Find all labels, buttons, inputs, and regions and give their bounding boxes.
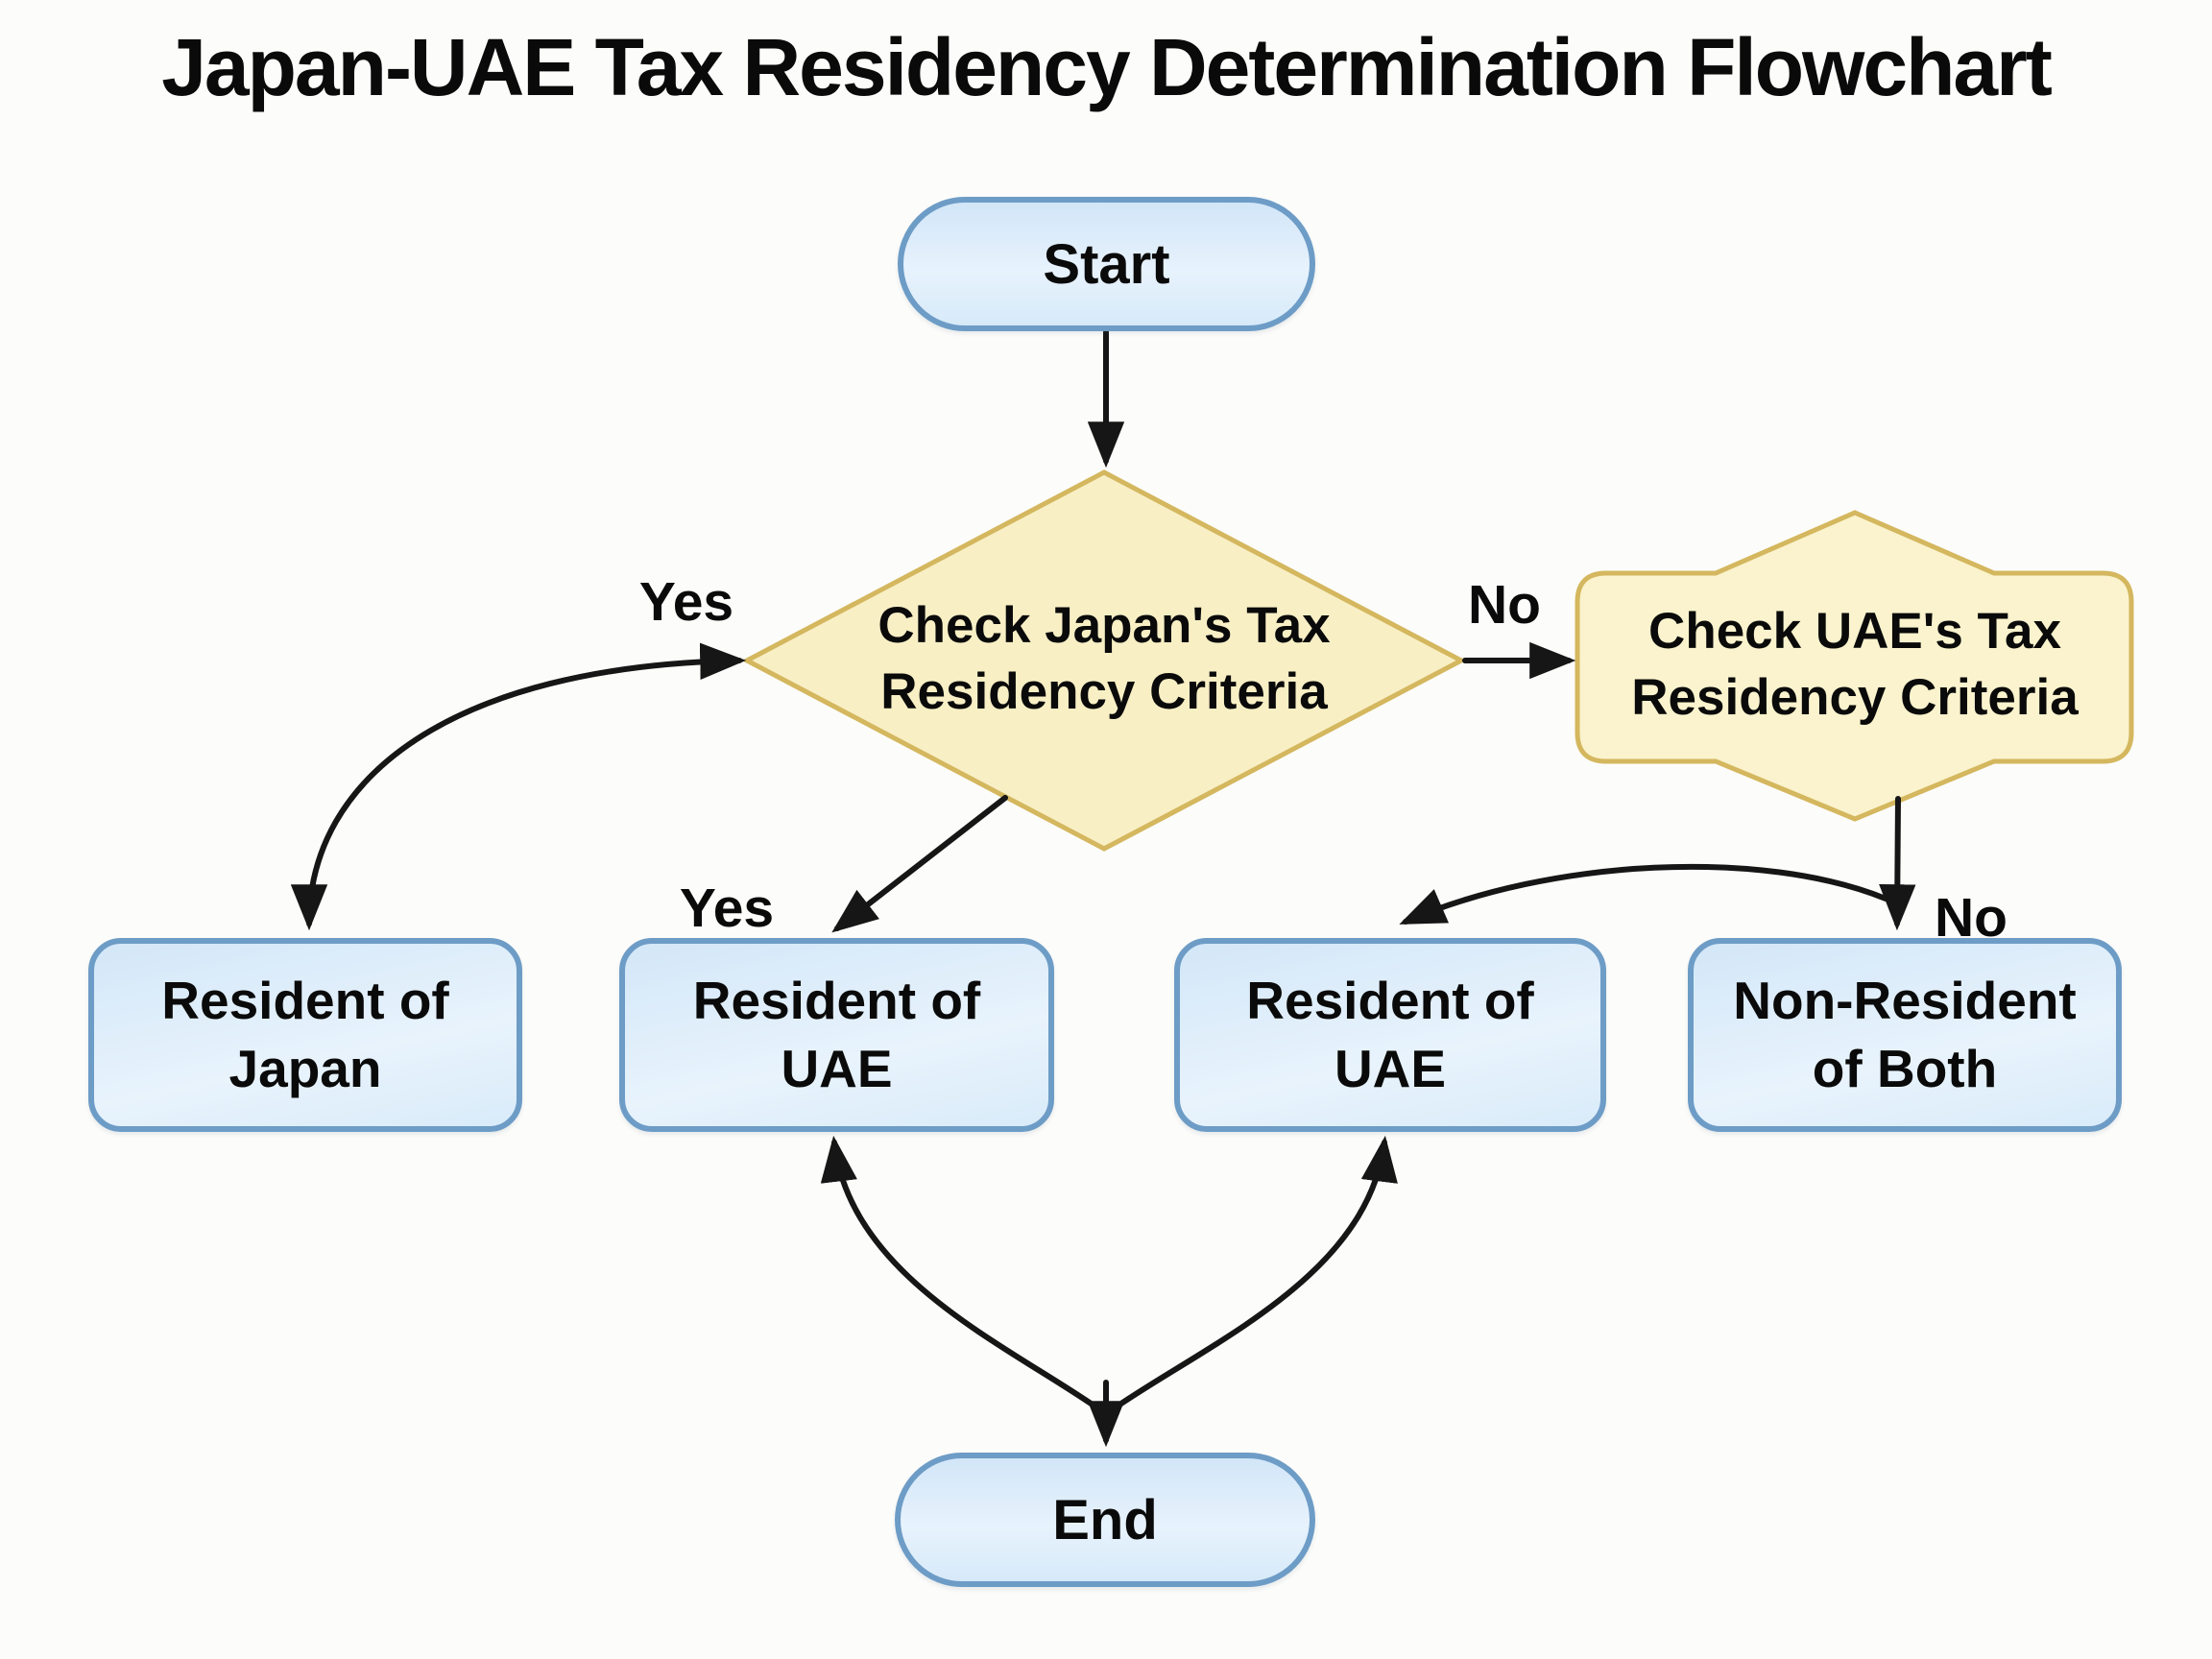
uae-check-label-line1: Check UAE's Tax	[1648, 603, 2061, 661]
resident-japan-line1: Resident of	[161, 970, 449, 1030]
uae-check-label-line2: Residency Criteria	[1631, 669, 2079, 726]
label-japan-check-no: No	[1468, 574, 1541, 636]
resident-uae-right-line2: UAE	[1334, 1039, 1447, 1098]
start-node: Start	[898, 197, 1315, 331]
edge-uae-check-no-to-non-resident	[1879, 796, 1916, 931]
edge-resident-uae-left-to-end	[820, 1135, 1105, 1414]
edge-uae-check-to-resident-uae-right	[1399, 863, 1888, 925]
japan-check-label-line2: Residency Criteria	[880, 663, 1328, 720]
non-resident-both-node: Non-Resident of Both	[1688, 938, 2122, 1132]
page-title: Japan-UAE Tax Residency Determination Fl…	[161, 22, 2053, 112]
edge-japan-check-yes-to-resident-uae-left	[831, 795, 1008, 933]
uae-check-label: Check UAE's Tax Residency Criteria	[1631, 599, 2078, 732]
edge-resident-uae-right-to-end	[1107, 1135, 1398, 1414]
label-japan-check-yes-lower: Yes	[679, 878, 775, 939]
resident-japan-line2: Japan	[228, 1039, 382, 1098]
resident-uae-right-node: Resident of UAE	[1174, 938, 1606, 1132]
resident-uae-left-line2: UAE	[781, 1039, 893, 1098]
end-node: End	[895, 1453, 1315, 1587]
resident-uae-right-line1: Resident of	[1246, 970, 1534, 1030]
uae-check-badge	[1575, 510, 2134, 822]
japan-check-label-line1: Check Japan's Tax	[878, 597, 1331, 655]
non-resident-both-line1: Non-Resident	[1733, 970, 2077, 1030]
non-resident-both-line2: of Both	[1812, 1039, 1998, 1098]
edge-japan-check-yes-to-resident-japan	[290, 642, 747, 931]
end-node-label: End	[1052, 1488, 1158, 1551]
start-node-label: Start	[1043, 232, 1170, 296]
japan-check-label: Check Japan's Tax Residency Criteria	[878, 593, 1330, 726]
resident-japan-node: Resident of Japan	[88, 938, 522, 1132]
resident-uae-left-node: Resident of UAE	[619, 938, 1054, 1132]
label-japan-check-yes-left: Yes	[638, 571, 734, 633]
resident-uae-left-line1: Resident of	[692, 970, 981, 1030]
japan-check-diamond	[741, 469, 1467, 852]
label-uae-check-no: No	[1935, 887, 2008, 949]
